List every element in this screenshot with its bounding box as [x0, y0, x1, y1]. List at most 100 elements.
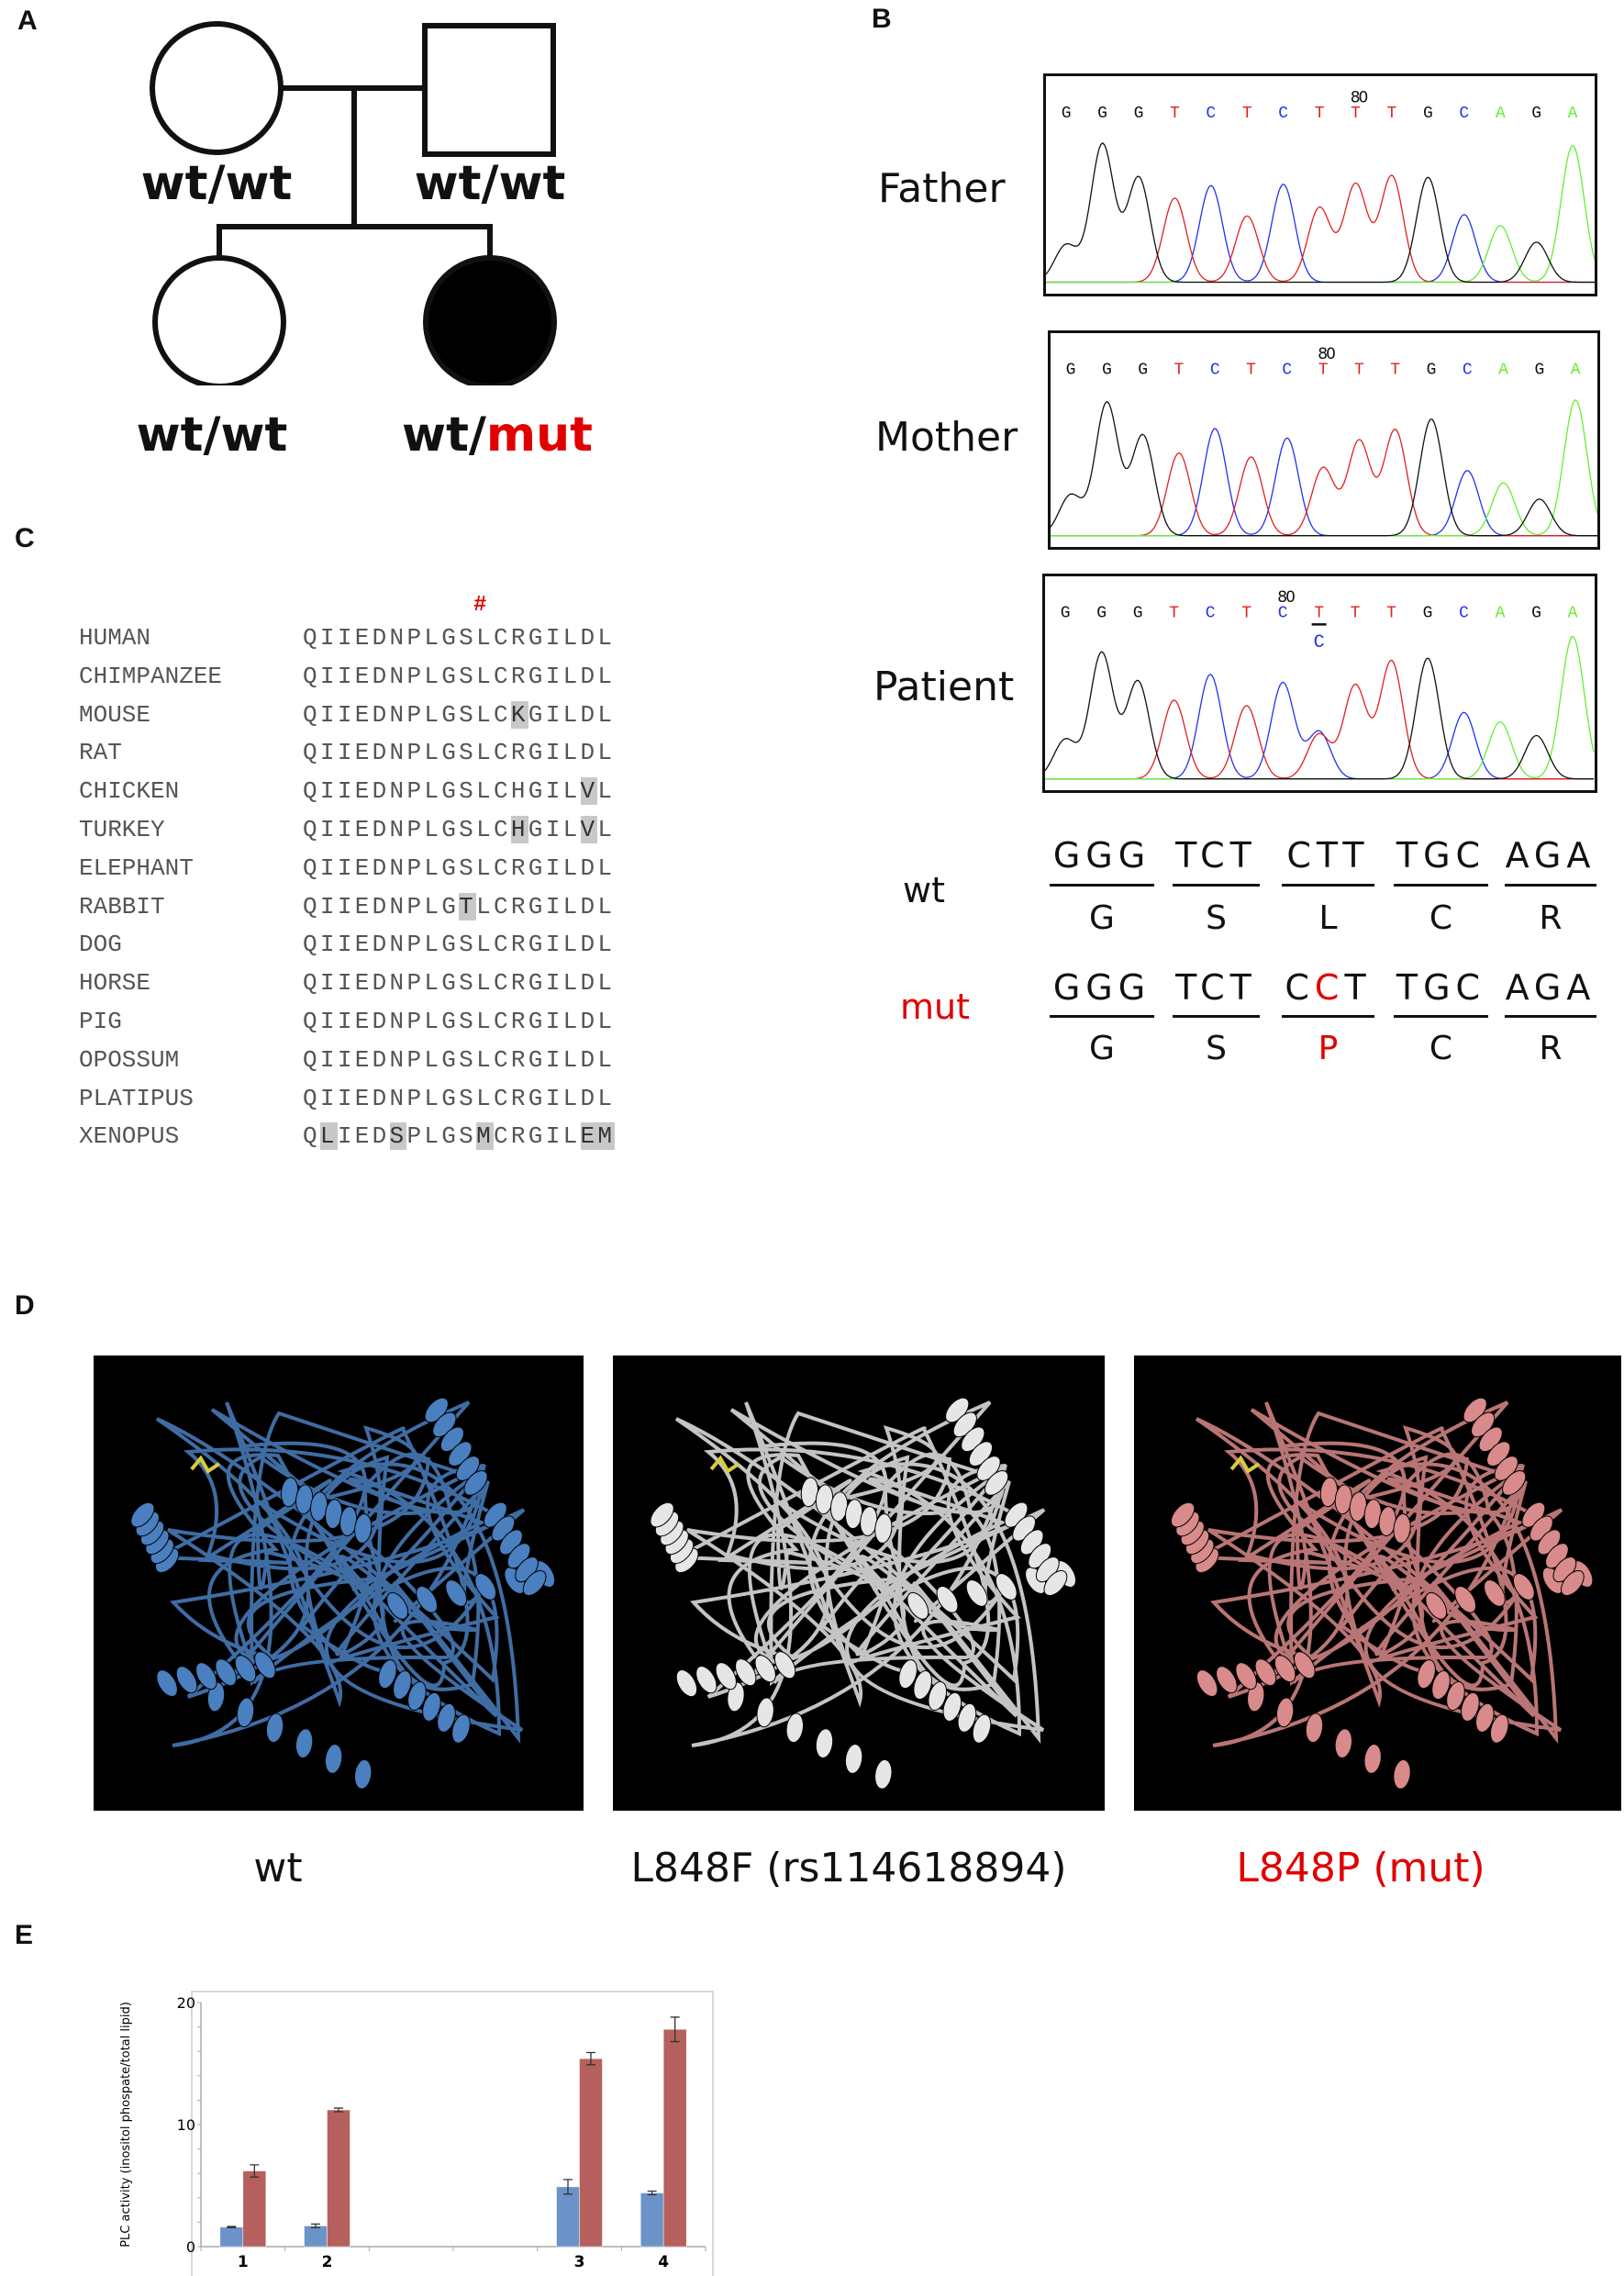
residue: M	[597, 1122, 616, 1151]
panel-label-a: A	[17, 6, 38, 36]
base-call: C	[1206, 604, 1216, 622]
codon-underline	[1505, 884, 1596, 887]
bar	[219, 2226, 244, 2248]
bar	[556, 2186, 580, 2248]
helix	[1417, 1659, 1509, 1744]
residue: C	[493, 700, 511, 729]
patient-genotype: wt/mut	[402, 407, 593, 463]
residue: G	[441, 931, 460, 959]
base-call: T	[1242, 105, 1252, 123]
residue: D	[580, 1008, 598, 1035]
y-tick-label: 10	[177, 2116, 195, 2134]
residue: I	[337, 1045, 355, 1074]
residue: I	[319, 700, 338, 729]
residue: S	[459, 854, 477, 882]
residue: H	[510, 777, 528, 806]
child1-genotype: wt/wt	[136, 407, 288, 463]
residue: G	[528, 892, 546, 920]
bar	[327, 2109, 350, 2248]
residue: G	[528, 700, 546, 729]
species-name: HUMAN	[79, 624, 151, 652]
residue: D	[580, 662, 598, 690]
codon: TCT	[1175, 967, 1257, 1008]
residue: S	[459, 700, 477, 729]
residue: S	[459, 662, 477, 690]
residue: D	[372, 700, 390, 729]
residue: D	[372, 777, 390, 806]
bar	[640, 2192, 664, 2248]
residue: L	[424, 1008, 442, 1035]
residue: N	[389, 1084, 407, 1112]
residue: N	[389, 1045, 407, 1074]
species-name: PIG	[79, 1008, 122, 1035]
residue: L	[319, 1122, 338, 1151]
residue: D	[372, 1008, 390, 1035]
species-sequence: QIIEDNPLGSLCRGILDL	[303, 624, 615, 652]
residue: L	[424, 624, 442, 652]
residue: Q	[303, 777, 320, 806]
base-call: G	[1066, 361, 1076, 379]
residue: I	[545, 1122, 563, 1151]
residue: E	[354, 700, 373, 729]
helix	[1319, 1477, 1411, 1544]
base-call: T	[1169, 604, 1179, 622]
residue: I	[337, 662, 355, 690]
helix	[945, 1397, 1009, 1496]
residue: I	[337, 816, 355, 843]
residue: E	[354, 854, 373, 882]
base-call: C	[1459, 105, 1469, 123]
residue: L	[476, 624, 494, 652]
residue: G	[441, 739, 460, 767]
residue: D	[372, 1122, 390, 1151]
species-sequence: QIIEDNPLGSLCRGILDL	[303, 1085, 615, 1112]
residue: T	[459, 892, 477, 920]
residue: I	[545, 969, 563, 998]
residue: E	[354, 662, 373, 690]
genotype-wt: wt/	[402, 407, 486, 463]
base-call: G	[1097, 105, 1107, 123]
base-call: G	[1534, 361, 1544, 379]
residue: D	[372, 931, 390, 959]
residue: I	[545, 739, 563, 767]
panel-label-c: C	[15, 523, 35, 553]
codon-underline	[1050, 1015, 1154, 1018]
residue: D	[580, 931, 598, 959]
residue: S	[459, 1045, 477, 1074]
residue: L	[562, 624, 581, 652]
base-call: T	[1386, 604, 1396, 622]
residue: L	[476, 969, 494, 998]
residue: L	[424, 816, 442, 843]
codon: TGC	[1396, 967, 1486, 1008]
residue: S	[389, 1122, 407, 1151]
base-call: G	[1062, 105, 1072, 123]
residue: D	[372, 662, 390, 690]
residue: I	[319, 1008, 338, 1035]
trace-G	[1045, 142, 1595, 284]
error-bar	[250, 2164, 260, 2178]
x-tick-label: 1	[238, 2253, 249, 2271]
residue: I	[319, 662, 338, 690]
species-name: XENOPUS	[79, 1122, 180, 1151]
error-bar	[334, 2107, 343, 2113]
codon-underline	[1505, 1015, 1596, 1018]
residue: P	[406, 662, 425, 690]
residue-848-sticks	[709, 1455, 740, 1474]
base-call: A	[1568, 604, 1578, 622]
residue: C	[493, 1045, 511, 1074]
residue: R	[510, 662, 528, 690]
codon: TGC	[1396, 835, 1486, 876]
pedigree-chart	[150, 21, 557, 385]
residue: I	[319, 1084, 338, 1112]
chrom-label-mother: Mother	[875, 414, 1018, 461]
species-name: DOG	[79, 931, 122, 959]
residue: L	[597, 1084, 616, 1112]
species-sequence: QIIEDNPLGSLCHGILVL	[303, 816, 615, 843]
residue: G	[528, 1122, 546, 1151]
amino-acid: G	[1089, 899, 1115, 937]
codon: GGG	[1052, 835, 1151, 876]
residue: D	[580, 969, 598, 998]
residue: R	[510, 892, 528, 920]
species-sequence: QIIEDNPLGSLCKGILDL	[303, 700, 615, 729]
residue: N	[389, 739, 407, 767]
